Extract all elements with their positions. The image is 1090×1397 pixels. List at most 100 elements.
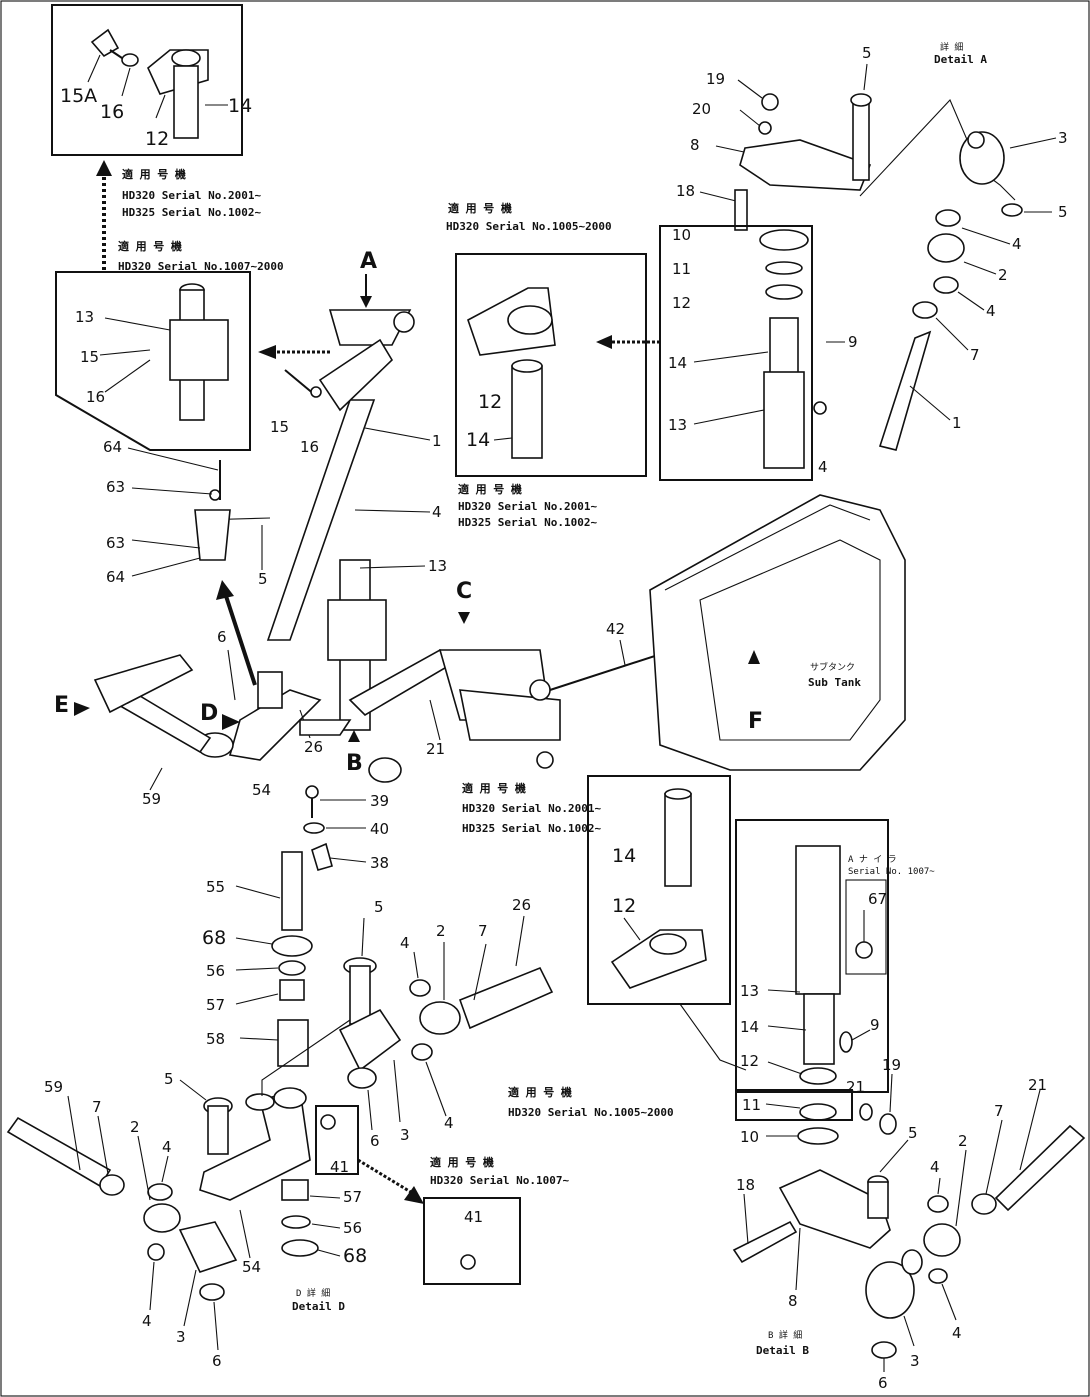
callout-21a: 21 [426, 740, 445, 758]
callout-14a: 14 [228, 95, 252, 117]
callout-12c: 12 [478, 391, 502, 413]
parts-2-4-7-1-drawing [878, 209, 965, 451]
note-applicable-3: 適 用 号 機 [448, 201, 512, 215]
note-hd325-1002-c: HD325 Serial No.1002~ [462, 822, 601, 835]
callout-14e: 14 [740, 1018, 759, 1036]
view-marker-e: E [54, 693, 69, 718]
callout-64a: 64 [103, 438, 122, 456]
callout-8b: 8 [788, 1292, 798, 1310]
callout-4g: 4 [162, 1138, 172, 1156]
note-applicable-1: 適 用 号 機 [122, 167, 186, 181]
callout-21b: 21 [846, 1078, 865, 1096]
callout-54b: 54 [242, 1258, 261, 1276]
callout-21c: 21 [1028, 1076, 1047, 1094]
sub-tank-drawing [649, 494, 906, 771]
callout-1b: 1 [952, 414, 962, 432]
callout-57a: 57 [206, 996, 225, 1014]
note-hd320-2001-c: HD320 Serial No.2001~ [462, 802, 601, 815]
callout-16a: 16 [100, 101, 124, 123]
callout-11a: 11 [672, 260, 691, 278]
inset-41-small [315, 1105, 359, 1175]
joint-3-detail-b-drawing [865, 1124, 1086, 1359]
lever-54-detail-d-drawing [199, 1087, 311, 1201]
callout-4a: 4 [432, 503, 442, 521]
callout-7a: 7 [970, 346, 980, 364]
rod-59-drawing [93, 654, 212, 754]
parts-21-19-bottom-drawing [859, 1103, 897, 1135]
callout-59a: 59 [142, 790, 161, 808]
callout-9a: 9 [848, 333, 858, 351]
callout-41b: 41 [464, 1208, 483, 1226]
callout-6b: 6 [370, 1132, 380, 1150]
callout-3c: 3 [176, 1328, 186, 1346]
callout-16b: 16 [86, 388, 105, 406]
bolt-15a-drawing [90, 28, 139, 67]
callout-5b: 5 [862, 44, 872, 62]
callout-3a: 3 [1058, 129, 1068, 147]
callout-4i: 4 [930, 1158, 940, 1176]
pipe-stack-bottom-right-drawing [795, 845, 853, 1145]
inset-bottom-mid [587, 775, 731, 1005]
lever-54-drawing [196, 671, 322, 761]
callout-4d: 4 [986, 302, 996, 320]
callout-14b: 14 [668, 354, 687, 372]
note-detail-d-jp: D 詳 細 [296, 1287, 330, 1299]
pin-18-drawing [734, 189, 748, 231]
callout-12a: 12 [145, 128, 169, 150]
callout-16c: 16 [300, 438, 319, 456]
inset-top-left [51, 4, 243, 156]
callout-12b: 12 [672, 294, 691, 312]
callout-68a: 68 [202, 927, 226, 949]
callout-2b: 2 [436, 922, 446, 940]
callout-7b: 7 [478, 922, 488, 940]
bracket-c-drawing [438, 649, 561, 769]
view-marker-c: C [456, 579, 472, 604]
callout-68b: 68 [343, 1245, 367, 1267]
callout-19a: 19 [706, 70, 725, 88]
callout-2a: 2 [998, 266, 1008, 284]
callout-7c: 7 [92, 1098, 102, 1116]
callout-63b: 63 [106, 534, 125, 552]
callout-19b: 19 [882, 1056, 901, 1074]
note-applicable-6: 適 用 号 機 [462, 781, 526, 795]
arm-8-detail-a-drawing [739, 93, 872, 191]
inset-left-mid [55, 271, 251, 451]
callout-5a: 5 [258, 570, 268, 588]
pipe-stack-inset-top-right-drawing [759, 229, 827, 469]
callout-12d: 12 [612, 895, 636, 917]
inset-41-bottom [423, 1197, 521, 1285]
callout-3b: 3 [400, 1126, 410, 1144]
rod-59-detail-d-drawing [6, 1116, 238, 1301]
note-detail-a: Detail A [934, 53, 987, 66]
callout-6d: 6 [878, 1374, 888, 1392]
note-a-serial-1007: Serial No. 1007~ [848, 867, 935, 877]
note-applicable-5: 適 用 号 機 [430, 1155, 494, 1169]
washer-5-drawing [1001, 203, 1023, 217]
callout-13e: 13 [740, 982, 759, 1000]
note-a-jp: A ナ イ ラ [848, 854, 897, 865]
note-applicable-7: 適 用 号 機 [508, 1085, 572, 1099]
rod-joint-26-drawing [409, 966, 554, 1061]
view-marker-a: A [360, 249, 377, 274]
note-detail-d: Detail D [292, 1300, 345, 1313]
bolt-15-16-drawing [284, 369, 322, 398]
callout-13c: 13 [428, 557, 447, 575]
rod-1-drawing [266, 309, 415, 641]
note-hd320-1007-b: HD320 Serial No.1007~ [430, 1174, 569, 1187]
inset-top-mid [455, 253, 647, 477]
callout-14c: 14 [466, 429, 490, 451]
pin-64-63-drawing [194, 460, 271, 561]
note-sub-tank: Sub Tank [808, 676, 861, 689]
callout-3d: 3 [910, 1352, 920, 1370]
inset-bottom-right [735, 819, 889, 1093]
bracket-12-14-inset-drawing [147, 49, 209, 139]
callout-14d: 14 [612, 845, 636, 867]
callout-39: 39 [370, 792, 389, 810]
callout-15c: 15 [270, 418, 289, 436]
note-hd320-1005-2000-a: HD320 Serial No.1005~2000 [446, 220, 612, 233]
note-hd320-1005-2000-b: HD320 Serial No.1005~2000 [508, 1106, 674, 1119]
arrow-to-41-inset [357, 1158, 424, 1204]
note-detail-a-jp: 詳 細 [940, 41, 963, 53]
